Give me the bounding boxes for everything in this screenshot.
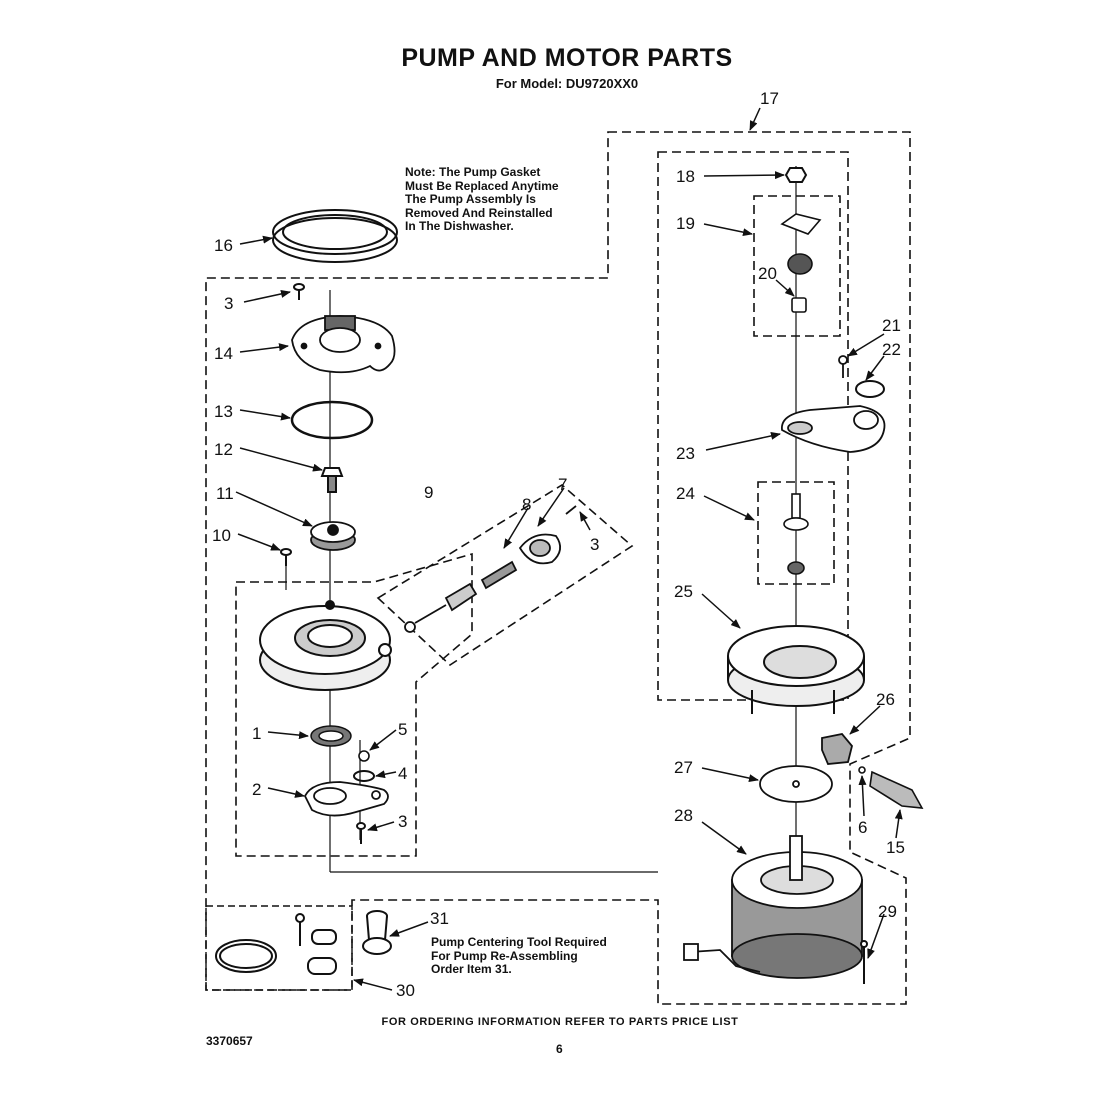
part-24-shaft-coupling [783,493,809,575]
callout-5: 5 [398,720,407,739]
pump-housing-group-outline [235,552,473,857]
kit-30-outline [205,905,353,991]
part-2-pump-bracket [303,781,389,817]
document-number: 3370657 [206,1034,253,1048]
callout-27: 27 [674,758,693,777]
complete-assembly-outline [205,131,911,1005]
part-5-ball [358,750,370,762]
callout-2: 2 [252,780,261,799]
callout-11: 11 [216,484,234,503]
part-28-motor [683,835,863,979]
part-19-bearing-group [780,213,822,313]
part-13-seal-ring [290,400,374,440]
part-25-motor-mount [727,625,865,714]
callout-22: 22 [882,340,901,359]
pump-housing [259,600,392,691]
part-12-impeller-bolt [320,467,344,493]
part-9-drain-valve-parts [404,505,577,633]
part-8-spring [480,560,518,590]
pump-gasket-note: Note: The Pump Gasket Must Be Replaced A… [405,165,559,233]
callout-24: 24 [676,484,695,503]
page-title: PUMP AND MOTOR PARTS [401,44,733,72]
part-31-centering-tool [362,910,392,955]
callout-13: 13 [214,402,233,421]
callout-17: 17 [760,89,779,108]
callout-3: 3 [398,812,407,831]
callout-4: 4 [398,764,407,783]
callout-23: 23 [676,444,695,463]
part-15-sensor [858,766,924,809]
ordering-footer: FOR ORDERING INFORMATION REFER TO PARTS … [381,1016,739,1028]
part-30-gasket-kit [215,913,337,975]
assembly-boundaries [205,131,911,1005]
callout-20: 20 [758,264,777,283]
part-18-nut [784,167,808,183]
callout-9: 9 [424,483,433,502]
leader-arrows [235,107,903,991]
part-21-screw [838,355,848,378]
callout-7: 7 [558,475,567,494]
callout-28: 28 [674,806,693,825]
part-16-pump-gasket [272,209,398,263]
callout-25: 25 [674,582,693,601]
drain-valve-group-outline [376,484,634,667]
callout-10: 10 [212,526,231,545]
part-3-screw-bottom [356,822,366,844]
callout-14: 14 [214,344,233,363]
alignment-lines [285,166,797,873]
page-number: 6 [556,1042,563,1056]
callout-6: 6 [858,818,867,837]
callout-30: 30 [396,981,415,1000]
callout-12: 12 [214,440,233,459]
part-20-bushing [791,297,807,313]
callout-18: 18 [676,167,695,186]
callout-1: 1 [252,724,261,743]
callout-labels: 16 3 14 13 12 11 10 1 2 5 4 3 9 8 7 3 17… [212,89,905,1000]
part-14-pump-cover [291,315,396,374]
motor-group-outline [657,151,849,701]
centering-tool-note: Pump Centering Tool Required For Pump Re… [431,935,607,976]
callout-26: 26 [876,690,895,709]
callout-3: 3 [590,535,599,554]
callout-29: 29 [878,902,897,921]
part-26-terminal-block [821,733,853,765]
part-3-screw-top [293,283,305,300]
callout-19: 19 [676,214,695,233]
part-19-group-outline [753,195,841,337]
callout-16: 16 [214,236,233,255]
part-29-motor-bolt [860,940,868,984]
part-11-impeller [310,521,356,551]
callout-21: 21 [882,316,901,335]
model-subtitle: For Model: DU9720XX0 [495,76,639,91]
part-23-motor-plate [781,405,886,453]
callout-8: 8 [522,495,531,514]
callout-31: 31 [430,909,449,928]
part-1-filter-screen [310,725,352,747]
part-27-gasket-disc [759,765,833,803]
callout-3: 3 [224,294,233,313]
part-22-o-ring [855,380,885,398]
part-4-o-ring [353,770,375,782]
callout-15: 15 [886,838,905,857]
part-10-screw [280,548,292,566]
